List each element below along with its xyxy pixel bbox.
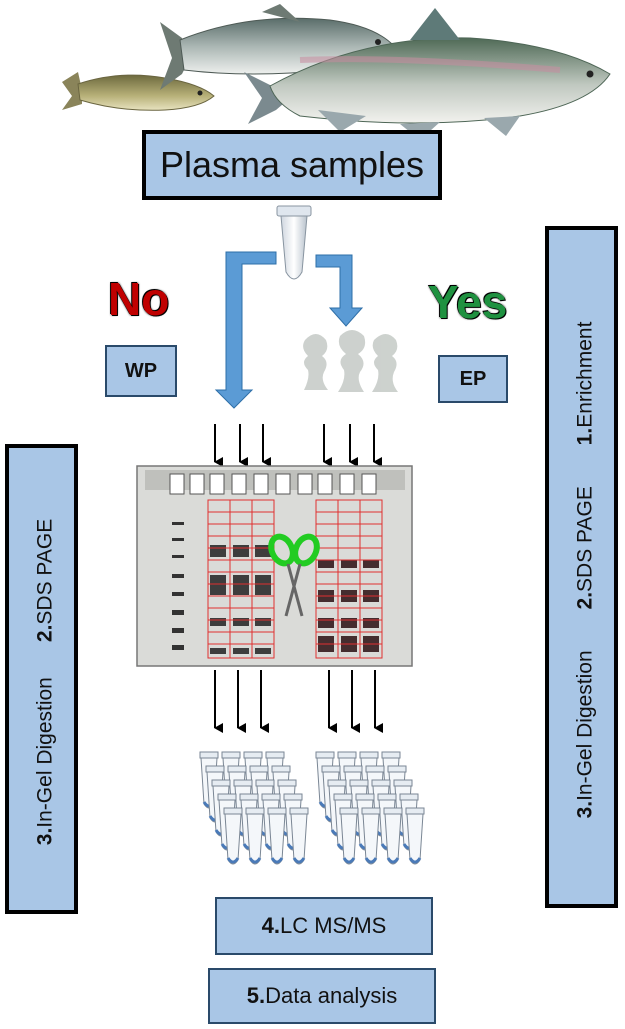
tube-icon — [276, 205, 312, 280]
left-steps-panel: 3.In-Gel Digestion 2.SDS PAGE — [5, 444, 78, 914]
branch-yes-label: Yes — [428, 276, 508, 328]
branch-arrows — [214, 251, 364, 409]
input-arrows — [214, 424, 382, 467]
left-step2-num: 2. — [33, 624, 57, 643]
left-steps-text: 3.In-Gel Digestion 2.SDS PAGE — [34, 446, 58, 919]
right-step3-num: 3. — [573, 800, 597, 819]
left-step3-text: In-Gel Digestion — [33, 677, 57, 828]
step4-num: 4. — [261, 913, 280, 938]
microtube — [383, 807, 403, 865]
microtube — [245, 807, 265, 865]
title-label: Plasma samples — [159, 144, 425, 185]
ep-box: EP — [438, 355, 508, 403]
tube-rack-icon — [315, 751, 425, 865]
right-step2-num: 2. — [573, 591, 597, 610]
ep-label: EP — [459, 367, 487, 390]
microtube — [361, 807, 381, 865]
wp-label: WP — [124, 359, 158, 382]
enriched-samples-icon — [303, 330, 398, 392]
gel-icon — [136, 465, 413, 667]
data-analysis-box: 5.Data analysis — [208, 968, 436, 1024]
step5-num: 5. — [246, 983, 266, 1008]
right-step1-num: 1. — [573, 427, 597, 446]
left-step3-num: 3. — [33, 827, 57, 846]
fish-icon — [62, 4, 611, 140]
lc-msms-box: 4.LC MS/MS — [215, 897, 433, 955]
microtube — [339, 807, 359, 865]
right-step2-text: SDS PAGE — [573, 486, 597, 592]
left-step2-text: SDS PAGE — [33, 518, 57, 625]
right-step3-text: In-Gel Digestion — [573, 650, 597, 801]
right-step1-text: Enrichment — [573, 321, 597, 428]
output-arrows — [214, 670, 383, 733]
microtube — [405, 807, 425, 865]
scissors-icon — [268, 533, 320, 617]
branch-no-label: No — [108, 273, 170, 325]
tube-rack-icon — [199, 751, 309, 865]
plasma-samples-box: Plasma samples — [142, 130, 442, 200]
right-steps-text: 3.In-Gel Digestion 2.SDS PAGE 1.Enrichme… — [574, 229, 598, 912]
microtube — [289, 807, 309, 865]
microtube — [223, 807, 243, 865]
step4-text: LC MS/MS — [280, 913, 387, 938]
step5-text: Data analysis — [265, 983, 398, 1008]
wp-box: WP — [105, 345, 177, 397]
microtube — [267, 807, 287, 865]
right-steps-panel: 3.In-Gel Digestion 2.SDS PAGE 1.Enrichme… — [545, 226, 618, 908]
